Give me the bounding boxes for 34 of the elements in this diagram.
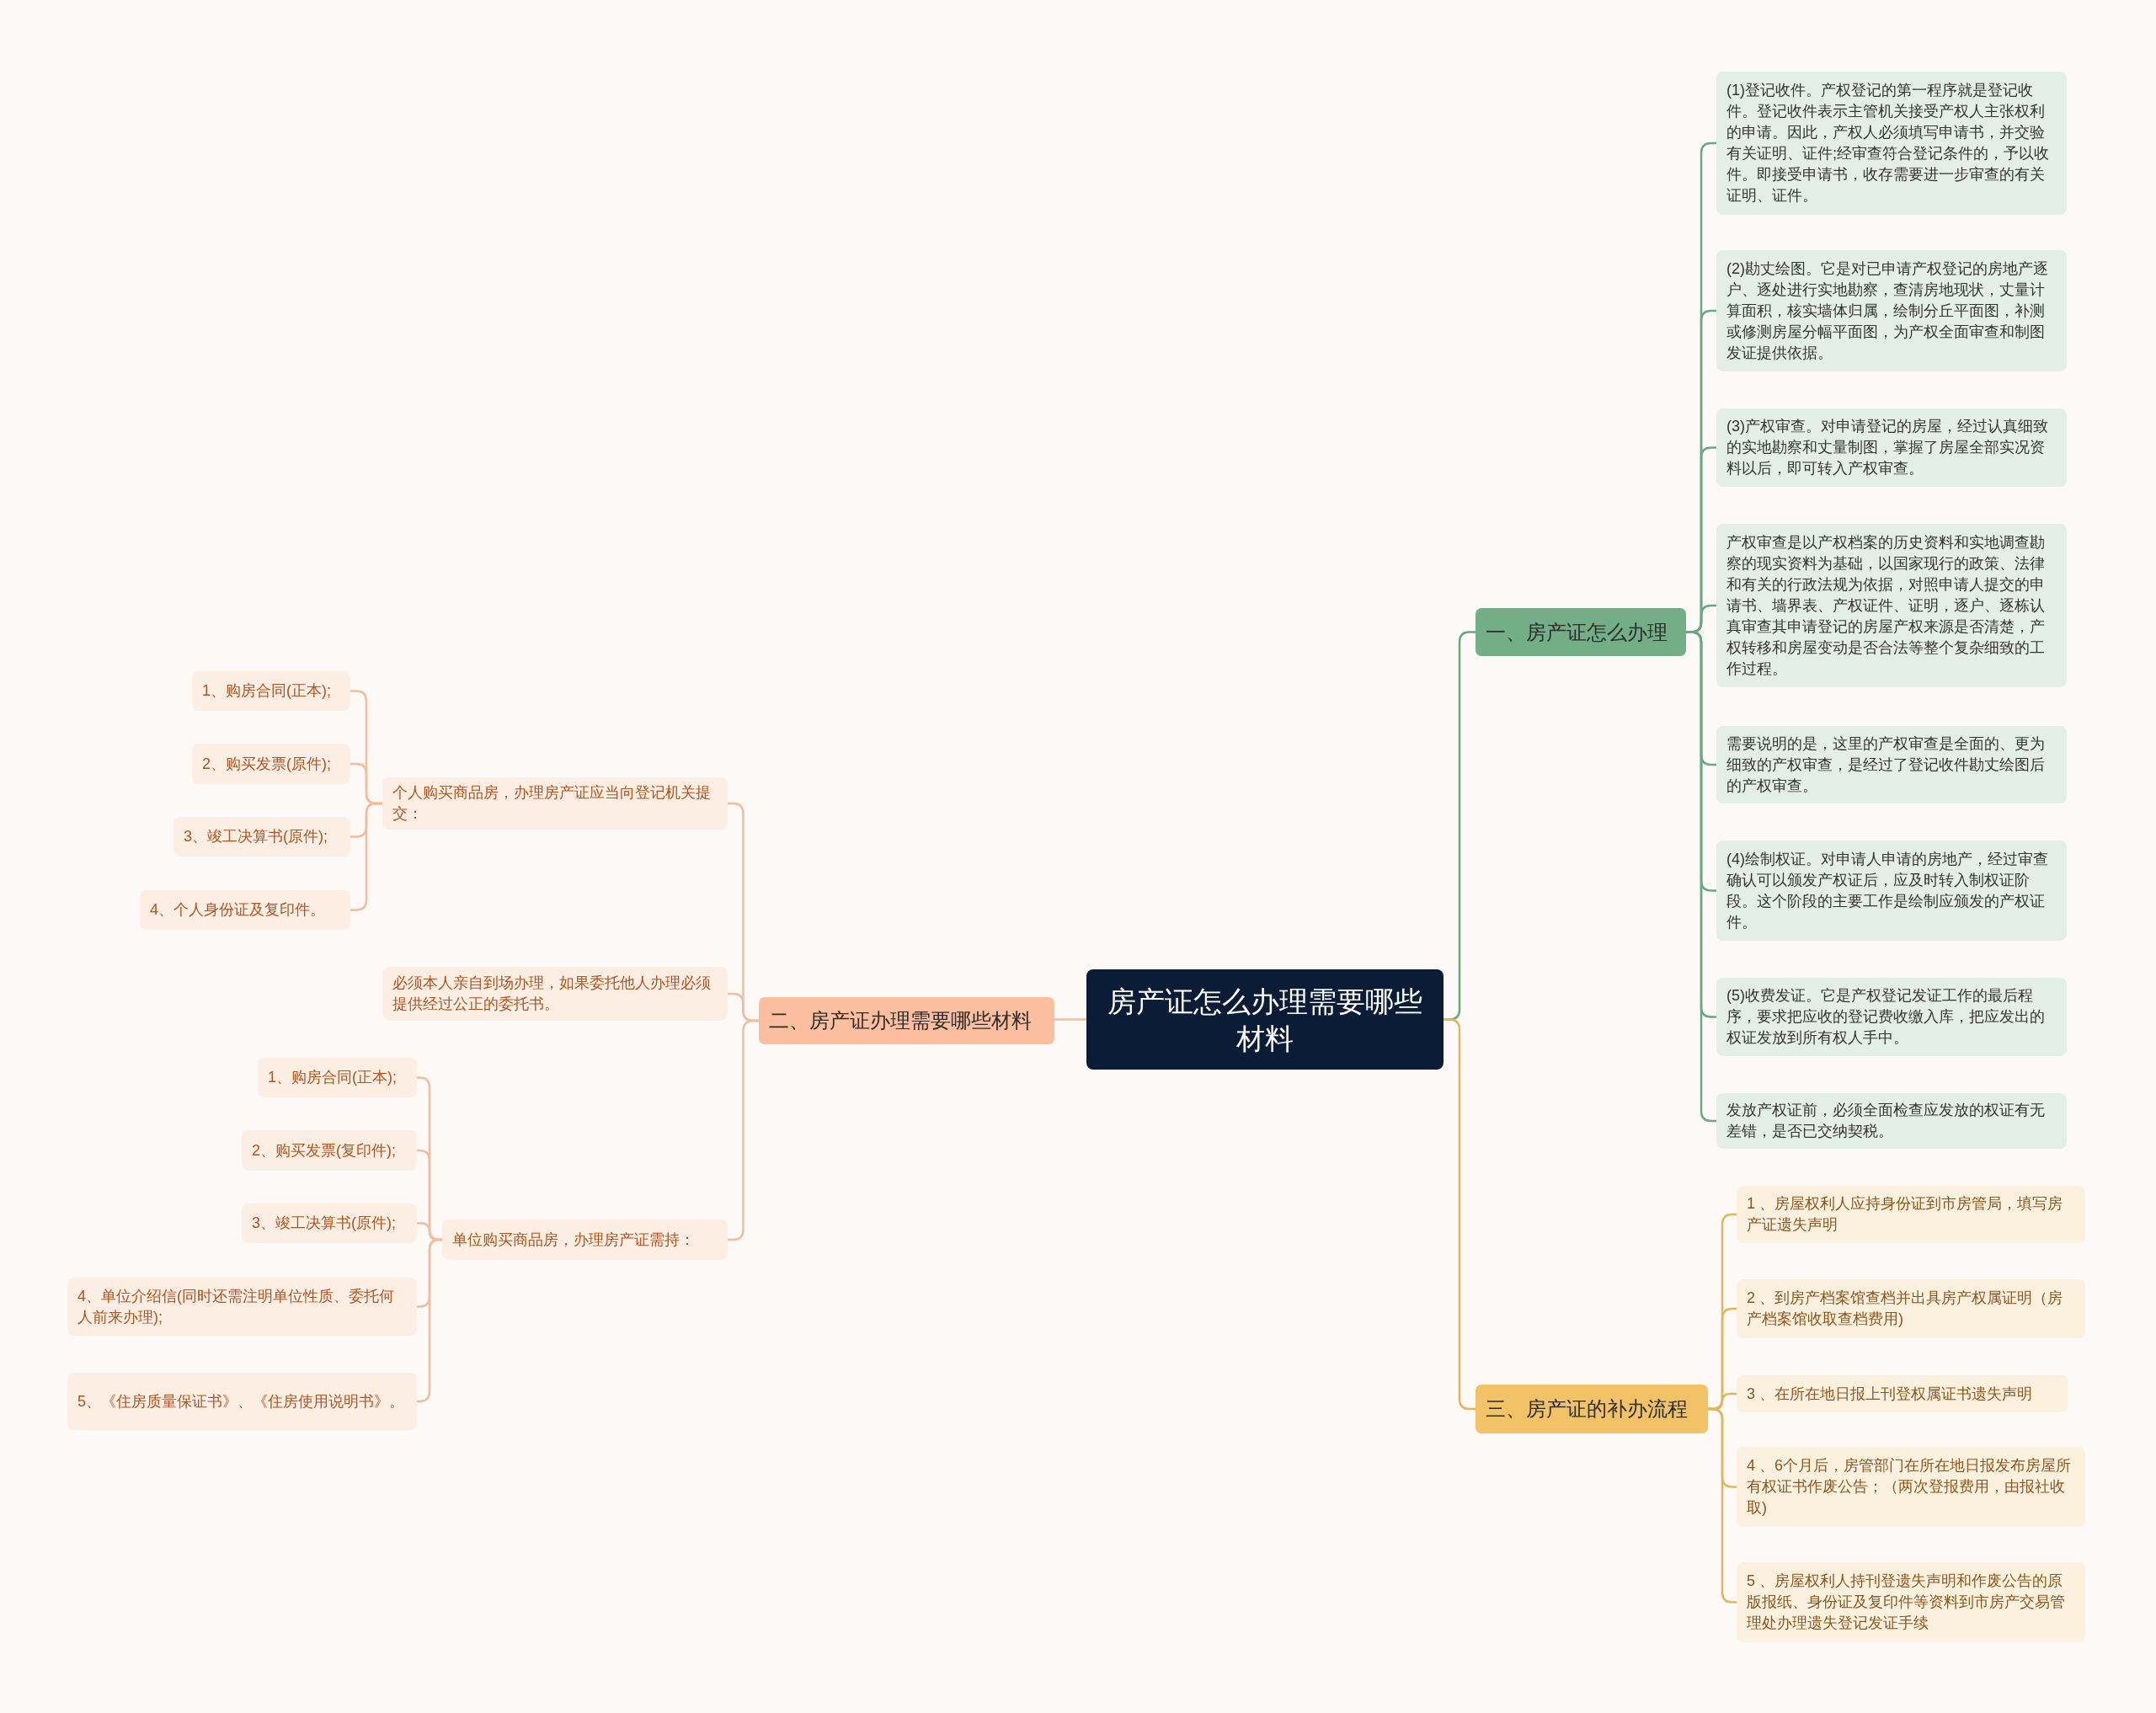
- subtopic-card: (1)登记收件。产权登记的第一程序就是登记收件。登记收件表示主管机关接受产权人主张权利的申请。因此，产权人必须填写申请书，并交验有关证明、证件;经审查符合登记条件的，予以收件。即接受申请书，收存需要进一步审查的有关证明、证件。: [1716, 72, 2067, 215]
- connector-line: [417, 1238, 442, 1403]
- subtopic-card: 需要说明的是，这里的产权审查是全面的、更为细致的产权审查，是经过了登记收件勘丈绘图后的产权审查。: [1716, 726, 2067, 803]
- subtopic-card: 3、竣工决算书(原件);: [242, 1203, 417, 1243]
- subtopic-card: 3、竣工决算书(原件);: [173, 817, 350, 856]
- branch-topic-card: 三、房产证的补办流程: [1476, 1385, 1708, 1433]
- subtopic-card: 2、购买发票(复印件);: [242, 1130, 417, 1171]
- subtopic-card: (4)绘制权证。对申请人申请的房地产，经过审查确认可以颁发产权证后，应及时转入制权证阶段。这个阶段的主要工作是绘制应颁发的产权证件。: [1716, 840, 2067, 941]
- subtopic-card: 产权审查是以产权档案的历史资料和实地调查勘察的现实资料为基础，以国家现行的政策、法律和有关的行政法规为依据，对照申请人提交的申请书、墙界表、产权证件、证明，逐户、逐栋认真审查其申请登记的房屋产权来源是否清楚，产权转移和房屋变动是否合法等整个复杂细致的工作过程。: [1716, 524, 2067, 687]
- subtopic-card: (5)收费发证。它是产权登记发证工作的最后程序，要求把应收的登记费收缴入库，把应发出的权证发放到所有权人手中。: [1716, 978, 2067, 1056]
- subtopic-card: 4、单位介绍信(同时还需注明单位性质、委托何人前来办理);: [67, 1278, 417, 1336]
- central-topic-card: 房产证怎么办理需要哪些材料: [1086, 969, 1444, 1070]
- subtopic-card: (3)产权审查。对申请登记的房屋，经过认真细致的实地勘察和丈量制图，掌握了房屋全部实况资料以后，即可转入产权审查。: [1716, 408, 2067, 487]
- connector-line: [728, 1019, 759, 1241]
- subtopic-card: 单位购买商品房，办理房产证需持：: [442, 1219, 728, 1260]
- connector-line: [1444, 1018, 1476, 1411]
- branch-topic-card: 二、房产证办理需要哪些材料: [759, 997, 1054, 1044]
- subtopic-card: 1 、房屋权利人应持身份证到市房管局，填写房产证遗失声明: [1737, 1186, 2085, 1243]
- subtopic-card: 5 、房屋权利人持刊登遗失声明和作废公告的原版报纸、身份证及复印件等资料到市房产交易管理处办理遗失登记发证手续: [1737, 1562, 2085, 1642]
- connector-line: [1054, 1018, 1086, 1021]
- subtopic-card: 4 、6个月后，房管部门在所在地日报发布房屋所有权证书作废公告；（两次登报费用，由报社收取): [1737, 1447, 2085, 1527]
- subtopic-card: 3 、在所在地日报上刊登权属证书遗失声明: [1737, 1375, 2068, 1412]
- subtopic-card: 必须本人亲自到场办理，如果委托他人办理必须提供经过公正的委托书。: [382, 967, 728, 1021]
- subtopic-card: 1、购房合同(正本);: [192, 671, 350, 711]
- branch-topic-card: 一、房产证怎么办理: [1476, 608, 1686, 656]
- subtopic-card: 4、个人身份证及复印件。: [140, 890, 350, 930]
- subtopic-card: 2、购买发票(原件);: [192, 744, 350, 784]
- subtopic-card: (2)勘丈绘图。它是对已申请产权登记的房地产逐户、逐处进行实地勘察，查清房地现状，丈量计算面积，核实墙体归属，绘制分丘平面图，补测或修测房屋分幅平面图，为产权全面审查和制图发证提供依据。: [1716, 250, 2067, 371]
- subtopic-card: 1、购房合同(正本);: [258, 1058, 417, 1097]
- subtopic-card: 2 、到房产档案馆查档并出具房产权属证明（房产档案馆收取查档费用): [1737, 1279, 2085, 1338]
- connector-line: [350, 802, 382, 911]
- subtopic-card: 个人购买商品房，办理房产证应当向登记机关提交：: [382, 777, 728, 830]
- subtopic-card: 5、《住房质量保证书》、《住房使用说明书》。: [67, 1373, 417, 1430]
- subtopic-card: 发放产权证前，必须全面检查应发放的权证有无差错，是否已交纳契税。: [1716, 1093, 2067, 1149]
